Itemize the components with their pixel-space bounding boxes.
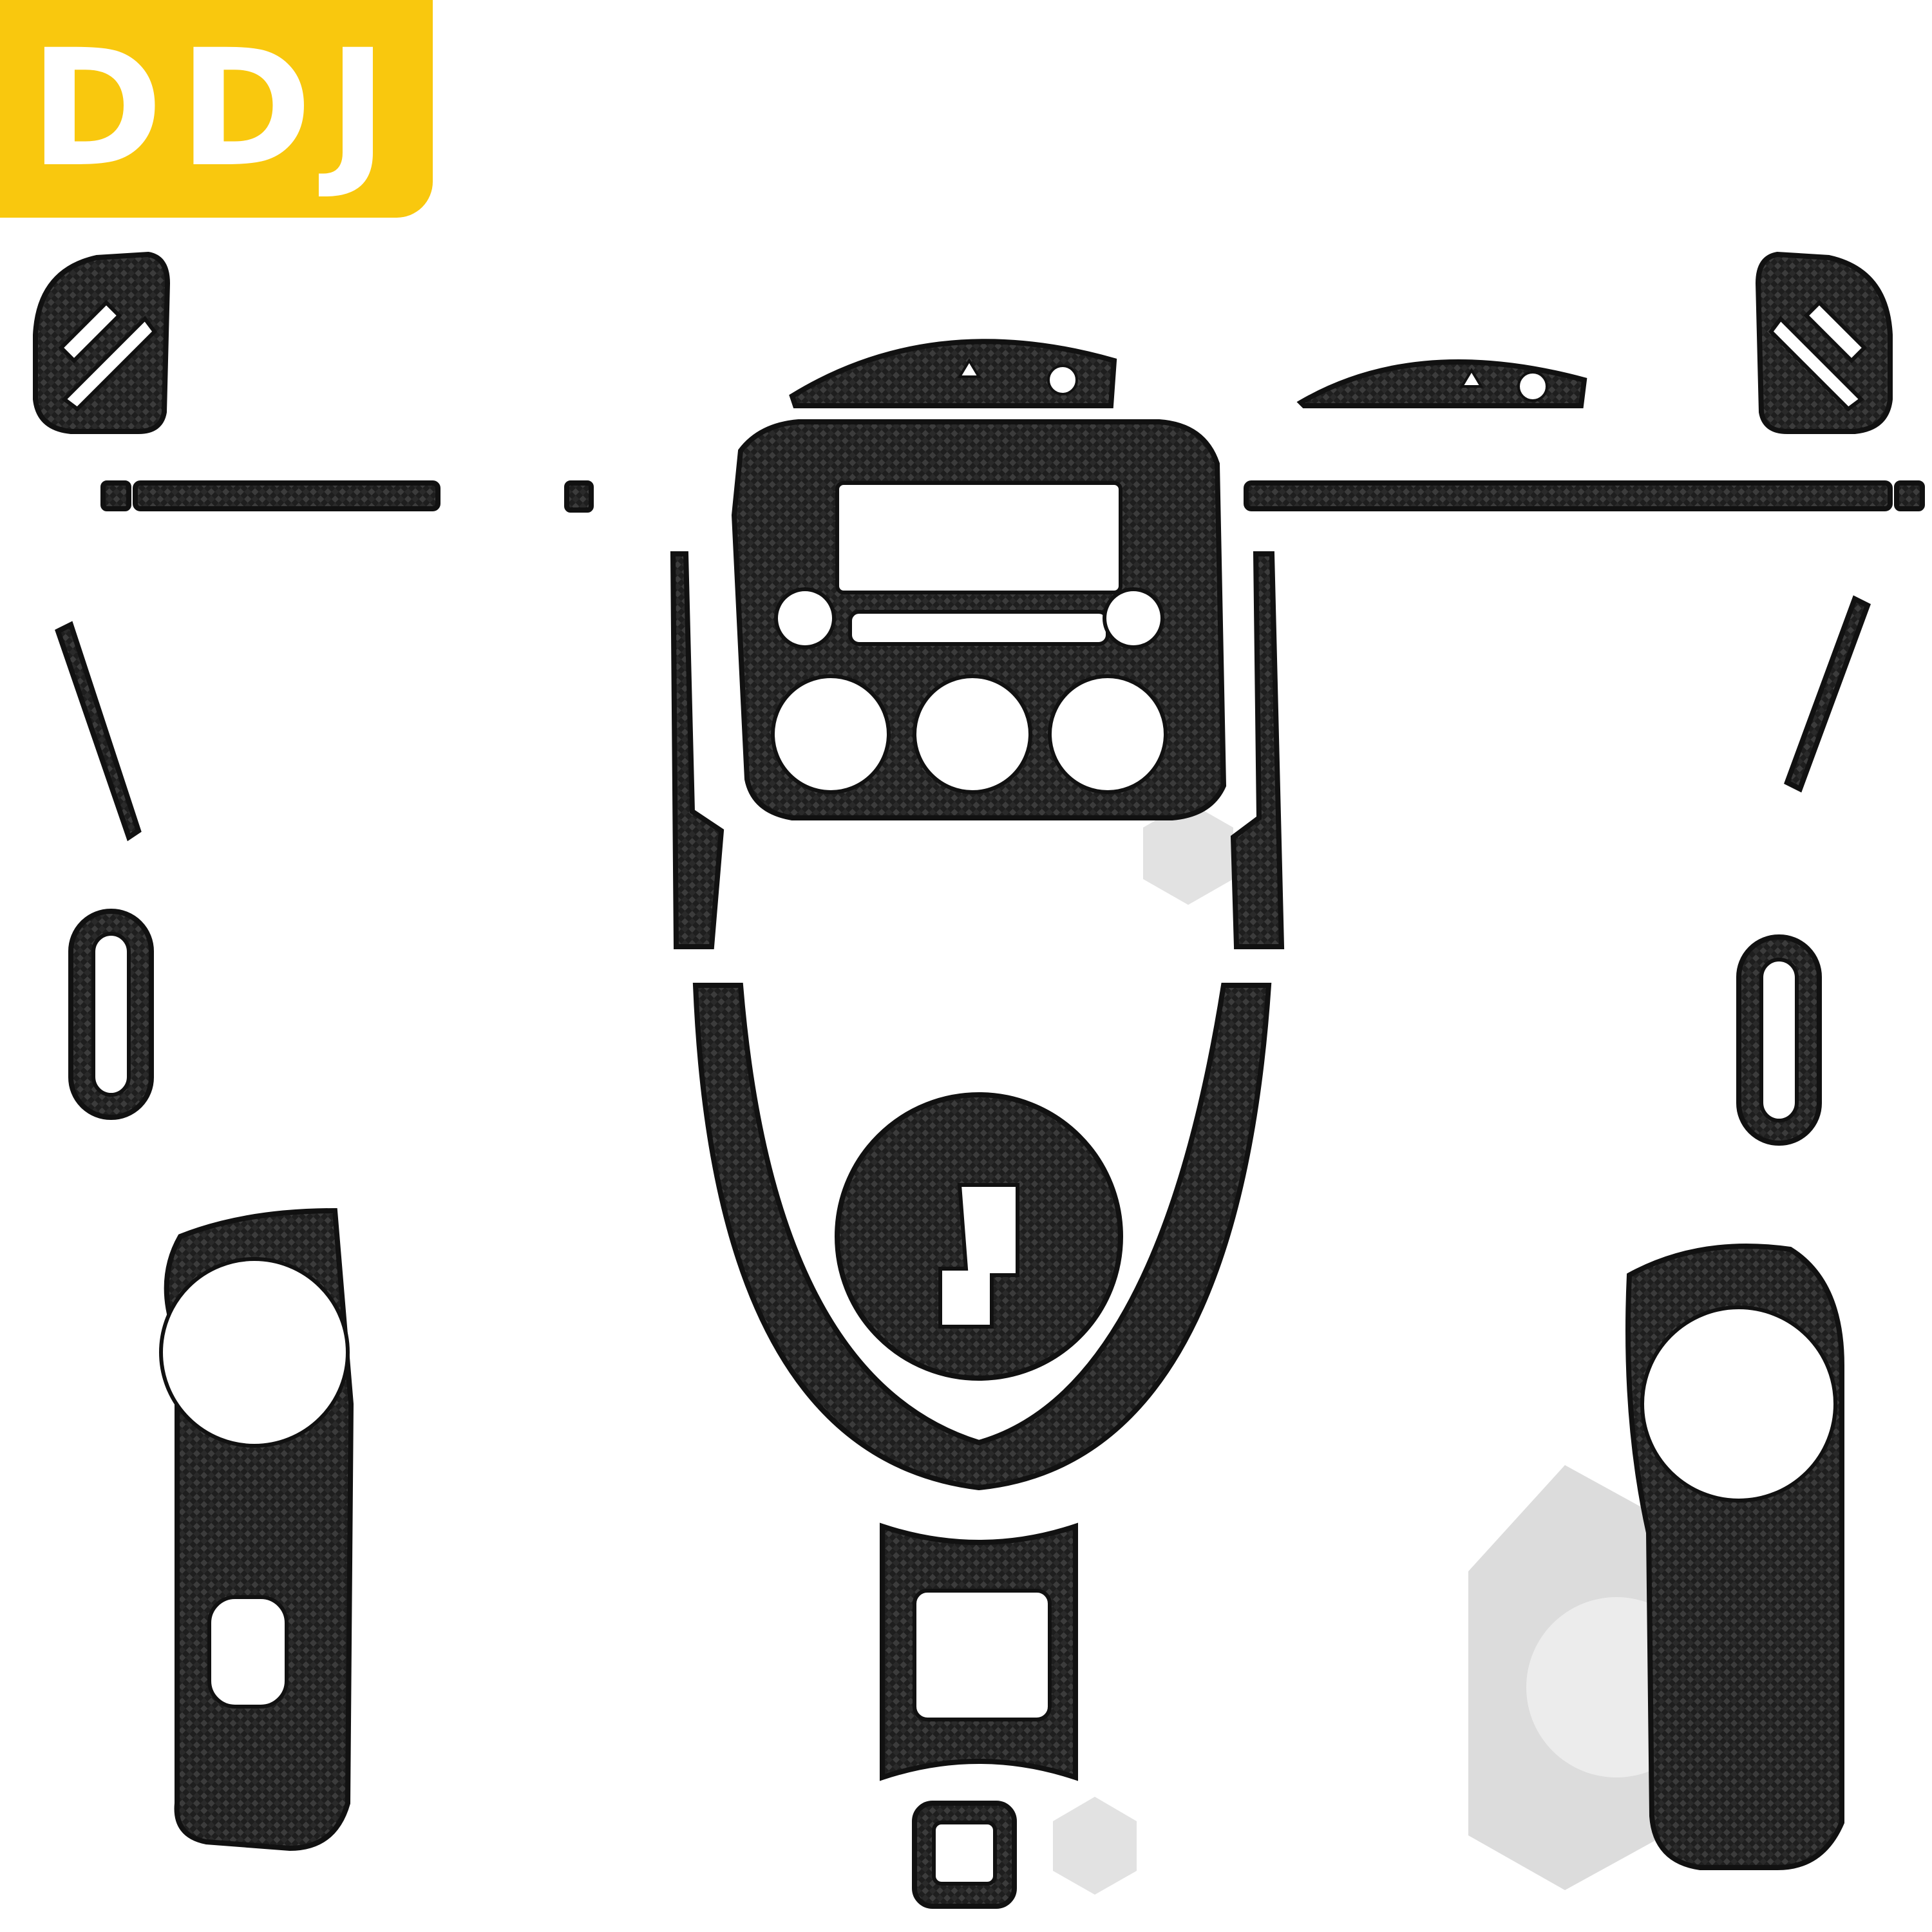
lower-center-square-cutout xyxy=(913,1589,1052,1721)
watermark-small-bottom xyxy=(1053,1797,1137,1895)
corner-vent-slat-right-2 xyxy=(1768,316,1864,412)
right-diagonal-strip xyxy=(1784,595,1871,793)
hazard-warning-icon-right xyxy=(1459,368,1484,388)
left-small-dash-tab xyxy=(100,480,131,511)
hvac-dial-right-cutout xyxy=(1048,674,1168,794)
left-panel-cupholder-cutout xyxy=(159,1257,350,1448)
right-oval-vent-opening xyxy=(1759,958,1799,1122)
right-corner-vent-trim xyxy=(1755,251,1893,434)
corner-vent-slat-right-1 xyxy=(1803,299,1868,364)
watermark-small-top xyxy=(1143,802,1233,905)
gear-u-surround-trim xyxy=(692,983,1272,1491)
hazard-warning-icon-left xyxy=(957,358,981,378)
left-arc-button-icon xyxy=(1047,365,1078,395)
right-arc-button-icon xyxy=(1517,371,1548,402)
left-oval-vent-opening xyxy=(91,932,131,1097)
radio-slot-cutout xyxy=(848,610,1110,646)
left-panel-switch-cutout xyxy=(207,1595,289,1709)
brand-badge: DDJ xyxy=(0,0,433,218)
left-knob-cutout xyxy=(774,587,836,649)
hvac-dial-center-cutout xyxy=(913,674,1032,794)
gear-pattern-cutout xyxy=(938,1183,1019,1329)
left-long-dash-strip xyxy=(133,480,440,511)
right-knob-cutout xyxy=(1103,587,1164,649)
brand-logo-text: DDJ xyxy=(29,15,404,202)
right-top-arc-trim xyxy=(1296,359,1587,408)
right-long-dash-strip xyxy=(1244,480,1893,511)
small-square-button-cutout xyxy=(932,1821,997,1886)
right-panel-cupholder-cutout xyxy=(1640,1305,1837,1502)
left-console-side-strip xyxy=(670,551,724,949)
right-small-dash-tab xyxy=(1894,480,1925,511)
center-small-tab xyxy=(564,480,594,513)
hvac-dial-left-cutout xyxy=(771,674,891,794)
right-console-side-strip xyxy=(1230,551,1285,949)
radio-display-cutout xyxy=(835,481,1122,594)
corner-vent-slat-left-2 xyxy=(61,316,157,412)
left-top-arc-trim xyxy=(789,339,1117,408)
left-diagonal-strip xyxy=(55,621,142,842)
corner-vent-slat-left-1 xyxy=(58,299,122,364)
left-corner-vent-trim xyxy=(33,251,171,434)
